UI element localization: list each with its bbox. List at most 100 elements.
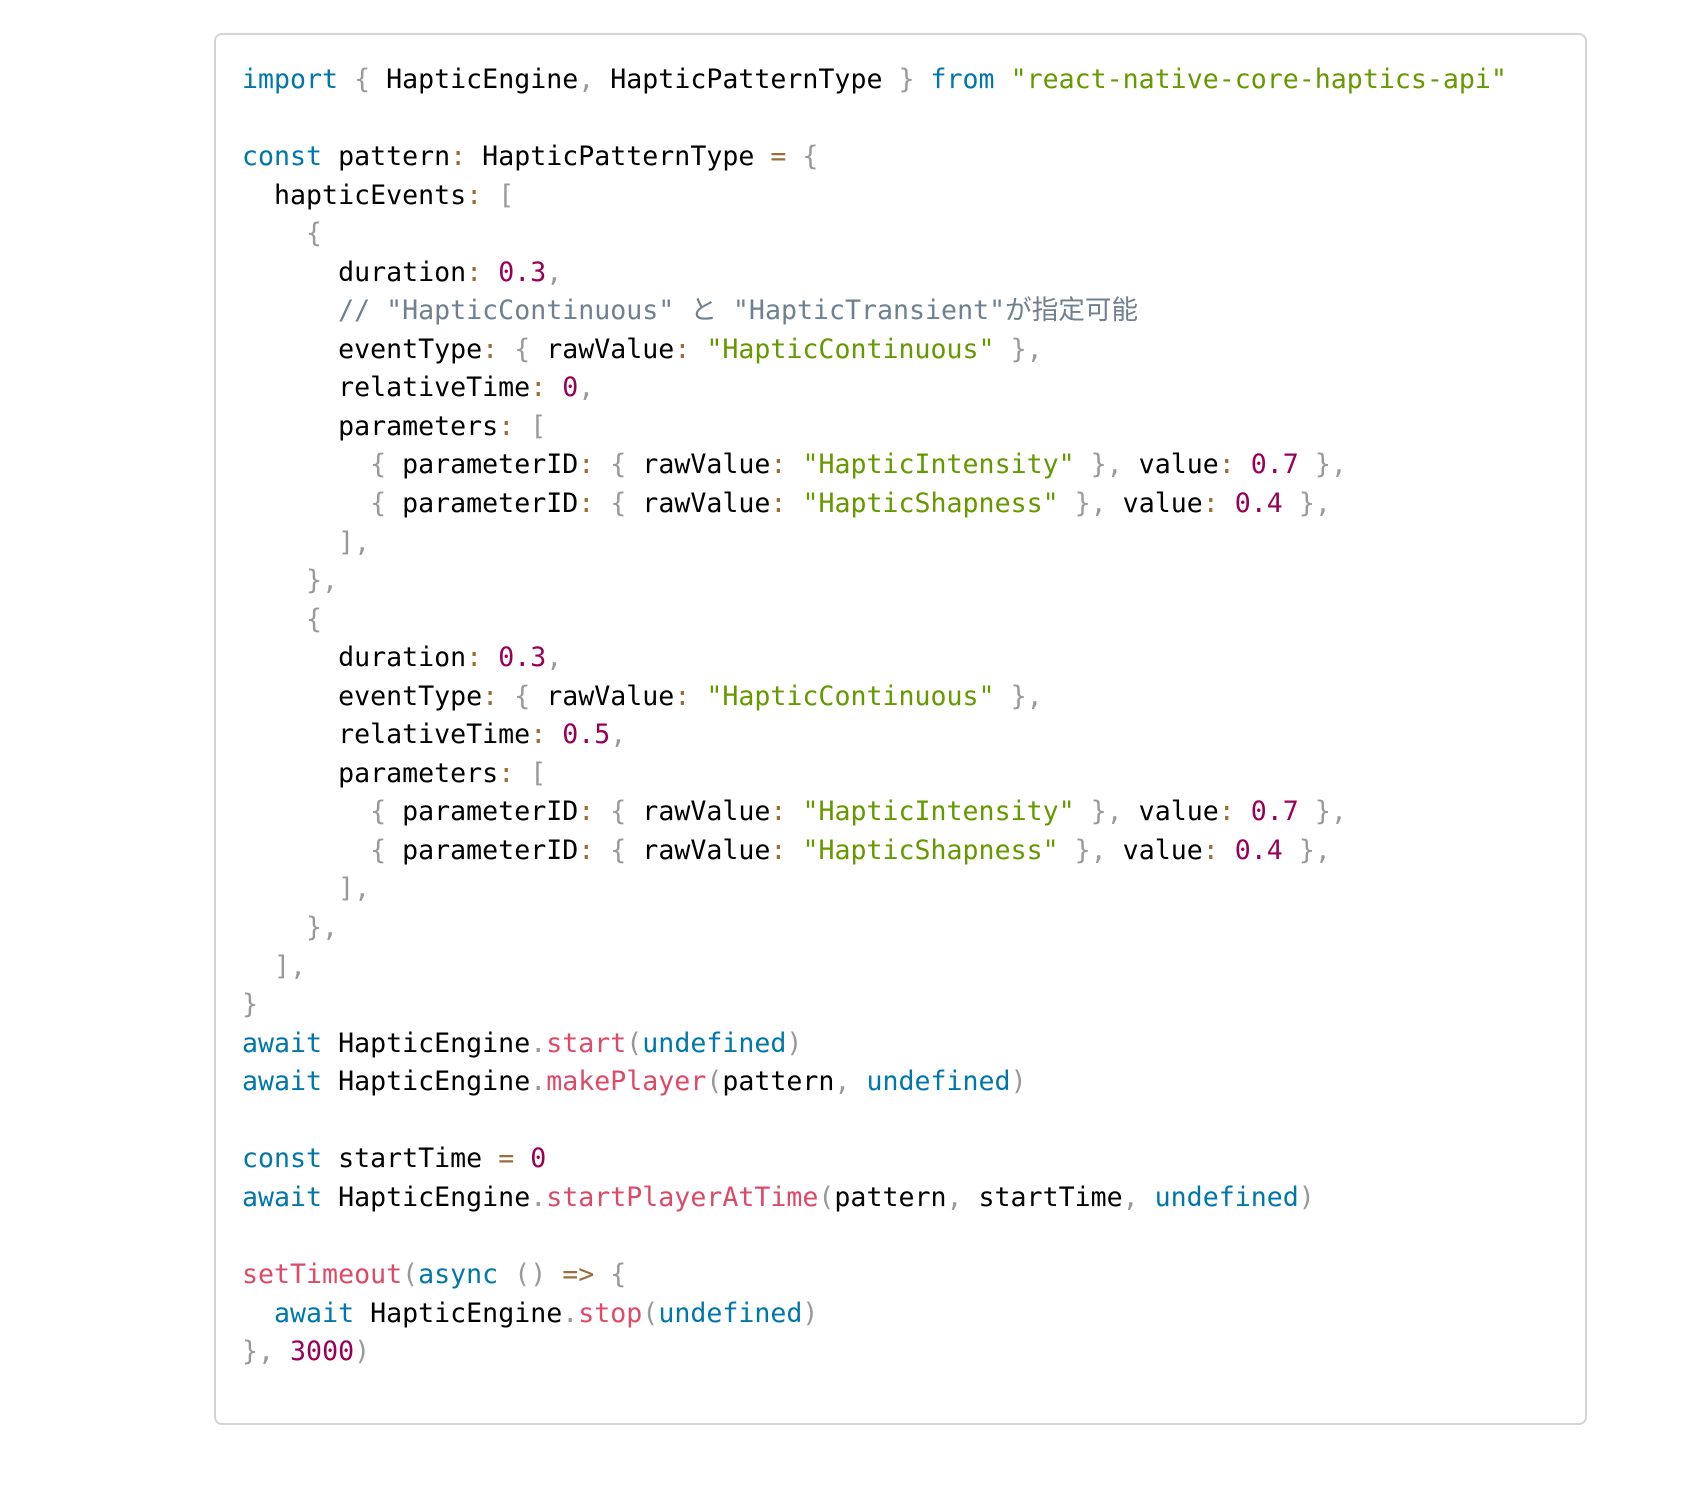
code-token: 0	[562, 372, 579, 404]
code-token: },	[1074, 834, 1107, 866]
code-line: const pattern: HapticPatternType = {	[242, 138, 1507, 177]
code-token: :	[674, 333, 691, 365]
code-token	[594, 488, 610, 519]
code-token: 0.3	[498, 256, 547, 288]
code-token: startTime	[322, 1143, 499, 1175]
code-token: },	[1090, 796, 1123, 828]
code-token: "HapticContinuous"	[706, 333, 995, 365]
code-token	[786, 488, 802, 519]
code-token: parameterID	[386, 796, 579, 828]
code-token	[1075, 796, 1091, 827]
code-token: hapticEvents	[242, 179, 467, 211]
code-token	[1283, 488, 1299, 519]
code-token: )	[802, 1297, 819, 1329]
code-token: }	[242, 989, 259, 1021]
code-line: setTimeout(async () => {	[242, 1256, 1507, 1295]
code-token	[690, 681, 706, 712]
code-line: }, 3000)	[242, 1333, 1507, 1372]
code-token: (	[626, 1027, 643, 1059]
code-token: },	[1090, 449, 1123, 481]
code-token: import	[242, 64, 339, 95]
code-token	[242, 604, 306, 635]
code-token: :	[450, 141, 467, 173]
code-token: :	[770, 488, 787, 520]
code-token: {	[610, 834, 627, 866]
code-line: duration: 0.3,	[242, 639, 1507, 678]
code-line: await HapticEngine.startPlayerAtTime(pat…	[242, 1179, 1507, 1218]
code-token: 0.4	[1234, 488, 1283, 520]
code-token: const	[242, 141, 323, 173]
code-token: .	[562, 1297, 579, 1329]
code-token	[594, 796, 610, 827]
code-token: 0.7	[1250, 796, 1299, 828]
code-line: { parameterID: { rawValue: "HapticShapne…	[242, 485, 1507, 524]
code-line: eventType: { rawValue: "HapticContinuous…	[242, 331, 1507, 370]
code-token	[482, 180, 498, 211]
code-line	[242, 1102, 1507, 1141]
code-token: },	[1298, 488, 1331, 520]
code-token: .	[530, 1181, 547, 1213]
code-line: {	[242, 601, 1507, 640]
code-token: {	[610, 449, 627, 481]
code-line: { parameterID: { rawValue: "HapticIntens…	[242, 446, 1507, 485]
code-token: 0.3	[498, 642, 547, 674]
code-token: (	[402, 1258, 419, 1290]
code-token: :	[466, 179, 483, 211]
code-line: { parameterID: { rawValue: "HapticShapne…	[242, 832, 1507, 871]
code-token: =	[770, 141, 787, 173]
code-token: parameters	[242, 410, 499, 442]
code-token: {	[610, 796, 627, 828]
code-token: "HapticIntensity"	[802, 449, 1075, 481]
code-token: HapticEngine	[322, 1066, 531, 1098]
code-token: parameters	[242, 757, 499, 789]
code-token: :	[578, 449, 595, 481]
code-token	[1059, 835, 1075, 866]
code-token: :	[770, 796, 787, 828]
code-token: HapticEngine	[354, 1297, 563, 1329]
code-token: await	[274, 1297, 355, 1329]
code-token	[498, 334, 514, 365]
code-token	[594, 449, 610, 480]
code-token: {	[306, 218, 323, 250]
code-token	[242, 565, 306, 596]
code-token: 0.7	[1250, 449, 1299, 481]
code-token	[786, 449, 802, 480]
code-token	[1235, 449, 1251, 480]
code-line: ],	[242, 870, 1507, 909]
code-token	[594, 835, 610, 866]
code-token	[514, 1143, 530, 1174]
code-line: ],	[242, 948, 1507, 987]
code-line	[242, 100, 1507, 139]
code-token	[498, 1259, 514, 1290]
code-token: HapticEngine	[322, 1027, 531, 1059]
code-token: parameterID	[386, 834, 579, 866]
code-token: rawValue	[626, 796, 771, 828]
code-token: :	[578, 834, 595, 866]
code-token: (	[642, 1297, 659, 1329]
code-token: async	[418, 1258, 499, 1290]
code-line: parameters: [	[242, 755, 1507, 794]
code-token: "HapticShapness"	[802, 488, 1059, 520]
code-token: parameterID	[386, 488, 579, 520]
code-line: },	[242, 562, 1507, 601]
code-line: eventType: { rawValue: "HapticContinuous…	[242, 678, 1507, 717]
code-token: ,	[610, 719, 627, 751]
code-token: :	[1218, 449, 1235, 481]
code-token: value	[1106, 834, 1203, 866]
code-token: (	[706, 1066, 723, 1098]
code-line: }	[242, 986, 1507, 1025]
code-line: const startTime = 0	[242, 1140, 1507, 1179]
code-token: :	[530, 719, 547, 751]
code-token: parameterID	[386, 449, 579, 481]
code-token: },	[1010, 680, 1043, 712]
code-token: ],	[338, 873, 371, 905]
code-line: await HapticEngine.makePlayer(pattern, u…	[242, 1063, 1507, 1102]
code-token: HapticPatternType	[466, 141, 771, 173]
code-token: ,	[546, 642, 563, 674]
code-token: ,	[1122, 1181, 1139, 1213]
code-token: },	[306, 565, 339, 597]
code-token	[786, 796, 802, 827]
code-token: },	[306, 912, 339, 944]
code-token	[514, 758, 530, 789]
code-token	[514, 411, 530, 442]
